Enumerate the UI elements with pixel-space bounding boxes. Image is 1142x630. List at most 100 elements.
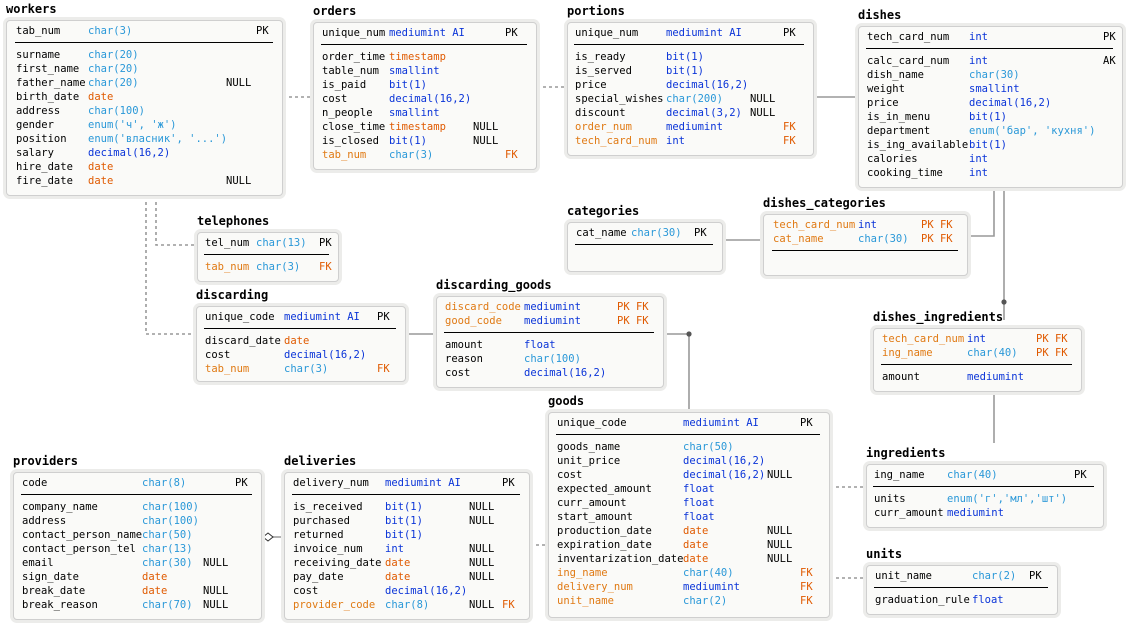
field-key: PK FK <box>617 301 649 313</box>
field-type: date <box>683 553 709 565</box>
field-type: bit(1) <box>969 111 1007 123</box>
field-name: unique_code <box>205 311 275 323</box>
field-row: is_paid bit(1) <box>313 78 537 92</box>
field-type: decimal(16,2) <box>284 349 367 361</box>
field-type: char(20) <box>88 49 139 61</box>
field-null: NULL <box>473 135 499 147</box>
field-type: decimal(16,2) <box>524 367 607 379</box>
field-key: FK <box>800 567 813 579</box>
table-title: dishes_categories <box>763 196 886 210</box>
field-name: is_paid <box>322 79 367 91</box>
connector-discarding-goods-goods <box>664 333 690 412</box>
field-name: ing_name <box>557 567 608 579</box>
field-type: char(30) <box>858 233 909 245</box>
field-key: PK FK <box>921 233 953 245</box>
field-name: expected_amount <box>557 483 652 495</box>
field-row: cost decimal(16,2) <box>436 366 664 380</box>
field-name: production_date <box>557 525 652 537</box>
field-type: mediumint <box>524 301 581 313</box>
field-name: sign_date <box>22 571 79 583</box>
field-type: decimal(16,2) <box>385 585 468 597</box>
field-name: tel_num <box>205 237 250 249</box>
field-name: curr_amount <box>557 497 627 509</box>
field-name: unique_num <box>322 27 386 39</box>
key-separator <box>292 494 520 495</box>
key-separator <box>204 328 396 329</box>
field-type: date <box>88 175 114 187</box>
connector-workers-discarding <box>145 196 196 335</box>
field-name: code <box>22 477 48 489</box>
field-type: bit(1) <box>666 65 704 77</box>
field-name: is_ing_available <box>867 139 969 151</box>
field-name: amount <box>445 339 483 351</box>
field-name: unit_name <box>875 570 932 582</box>
field-null: NULL <box>469 501 495 513</box>
key-separator <box>874 587 1048 588</box>
field-type: mediumint AI <box>389 27 465 39</box>
field-type: mediumint AI <box>385 477 461 489</box>
key-separator <box>881 364 1072 365</box>
field-type: char(2) <box>972 570 1017 582</box>
field-key: PK FK <box>1036 347 1068 359</box>
field-type: date <box>385 571 411 583</box>
field-name: discount <box>575 107 626 119</box>
key-separator <box>204 254 329 255</box>
field-type: mediumint <box>666 121 723 133</box>
field-name: amount <box>882 371 920 383</box>
field-type: char(40) <box>967 347 1018 359</box>
field-name: tech_card_num <box>867 31 950 43</box>
field-type: bit(1) <box>389 79 427 91</box>
field-type: char(13) <box>142 543 193 555</box>
field-type: char(8) <box>142 477 187 489</box>
field-type: date <box>683 525 709 537</box>
field-type: float <box>683 511 715 523</box>
field-null: NULL <box>469 599 495 611</box>
field-name: cost <box>445 367 471 379</box>
field-null: NULL <box>469 515 495 527</box>
table-title: providers <box>13 454 79 468</box>
field-key: PK <box>1103 31 1116 43</box>
field-name: is_ready <box>575 51 626 63</box>
field-null: NULL <box>226 77 252 89</box>
table-box <box>6 20 283 196</box>
field-type: char(3) <box>389 149 434 161</box>
field-name: is_in_menu <box>867 111 931 123</box>
field-name: hire_date <box>16 161 73 173</box>
